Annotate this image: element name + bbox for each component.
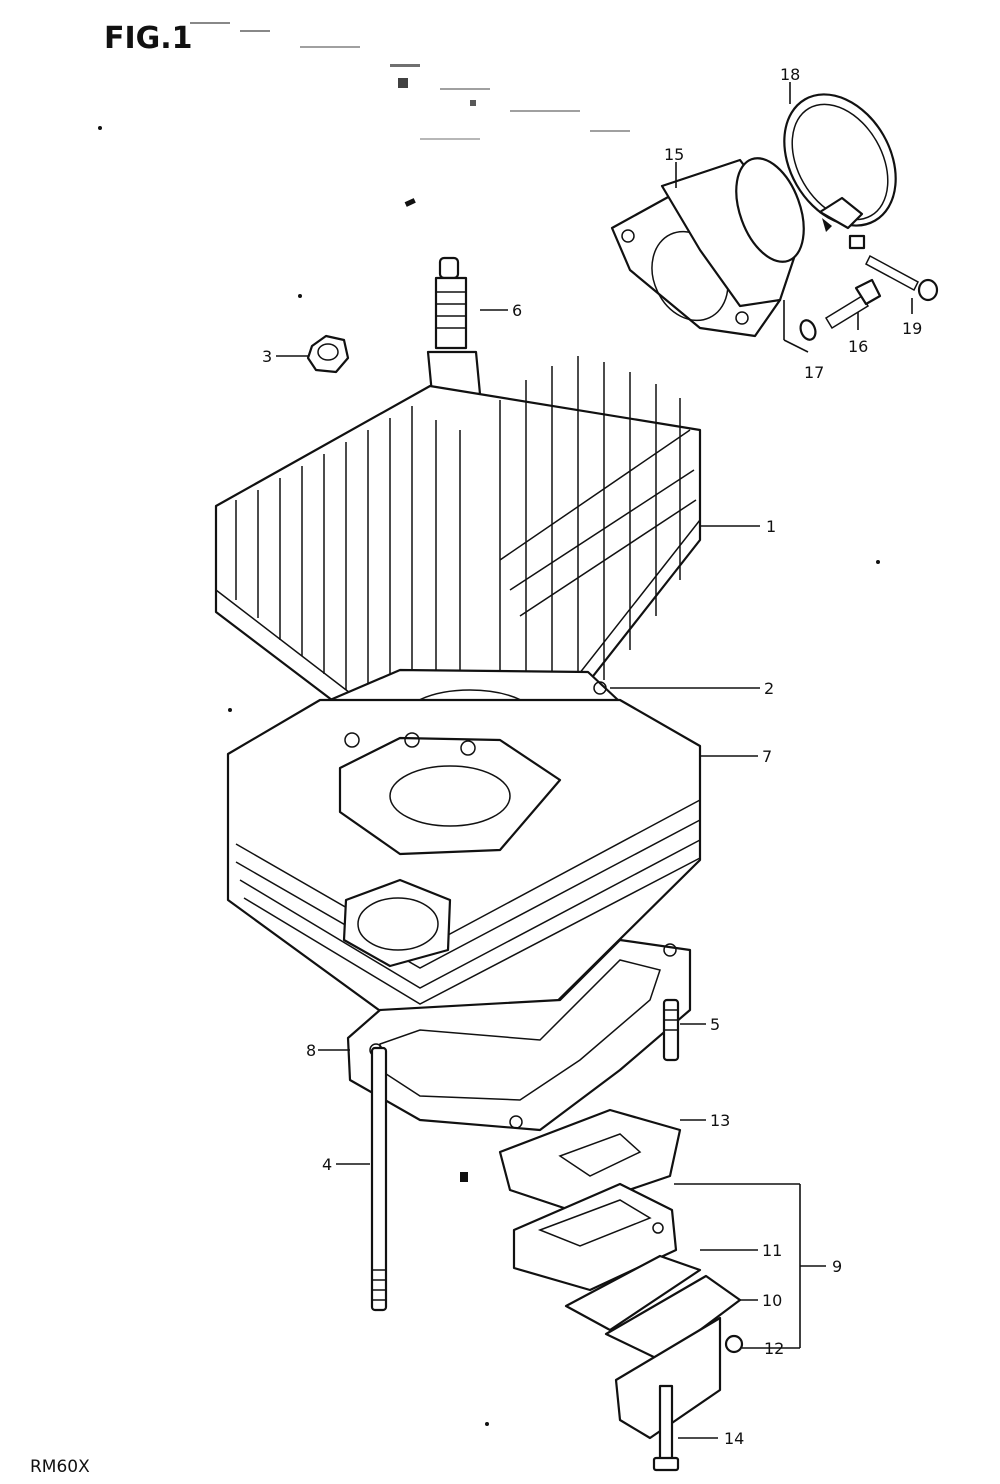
callout-14: 14 [724, 1429, 744, 1448]
bolt-icon [652, 1384, 680, 1472]
nut-icon [306, 334, 350, 374]
gasket-icon [346, 938, 692, 1132]
model-code: RM60X [30, 1457, 90, 1477]
gasket-icon [498, 1108, 682, 1212]
intake-pipe-icon [610, 157, 805, 338]
callout-9: 9 [832, 1257, 842, 1276]
callout-10: 10 [762, 1291, 782, 1310]
callout-5: 5 [710, 1015, 720, 1034]
callout-1: 1 [766, 517, 776, 536]
stud-icon [370, 1046, 388, 1312]
plate-icon [564, 1254, 702, 1332]
callout-2: 2 [764, 679, 774, 698]
callout-labels: 6 3 1 2 7 8 4 5 13 9 11 10 12 14 15 18 1… [262, 65, 922, 1448]
callout-17: 17 [804, 363, 824, 382]
callout-3: 3 [262, 347, 272, 366]
callout-19: 19 [902, 319, 922, 338]
callout-16: 16 [848, 337, 868, 356]
callout-15: 15 [664, 145, 684, 164]
clamp-icon [783, 93, 897, 250]
callout-11: 11 [762, 1241, 782, 1260]
callout-12: 12 [764, 1339, 784, 1358]
washer-icon [799, 319, 817, 341]
callout-7: 7 [762, 747, 772, 766]
callout-8: 8 [306, 1041, 316, 1060]
callout-4: 4 [322, 1155, 332, 1174]
cylinder-icon [226, 698, 702, 1042]
reed-valve-icon [512, 1182, 678, 1292]
callout-6: 6 [512, 301, 522, 320]
screw-icon [724, 1334, 744, 1354]
callout-13: 13 [710, 1111, 730, 1130]
bolt-icon [824, 278, 882, 330]
callout-18: 18 [780, 65, 800, 84]
figure-title: FIG.1 [104, 21, 193, 56]
screw-icon [865, 254, 939, 302]
stud-icon [662, 998, 680, 1062]
leader-lines [276, 82, 913, 1439]
